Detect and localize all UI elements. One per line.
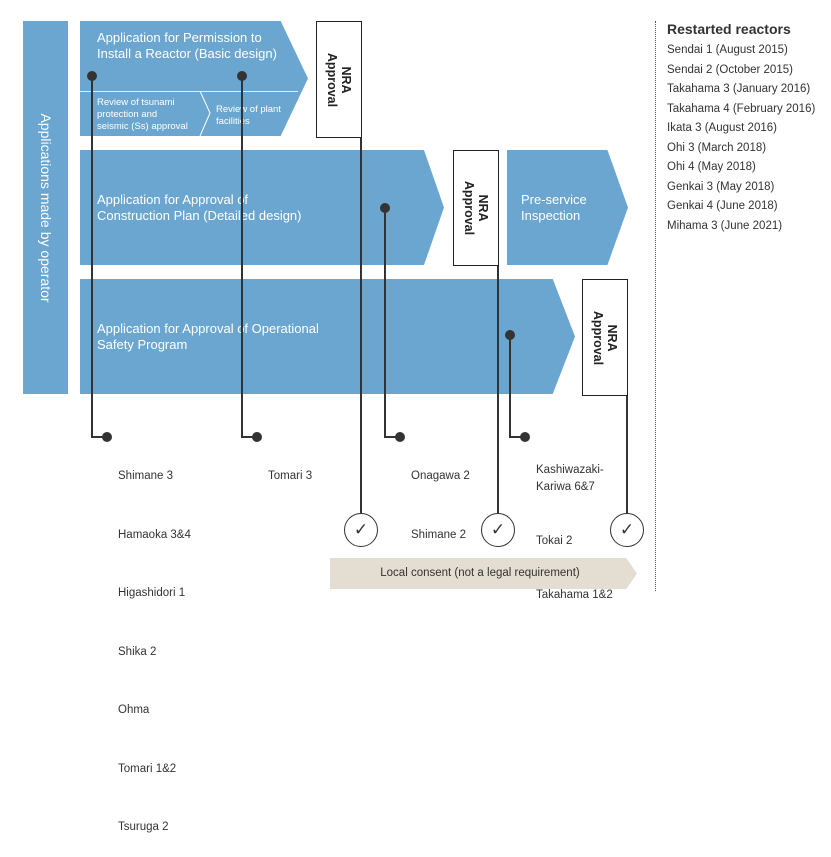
- node-dot: [520, 432, 530, 442]
- pre-service-label: Pre-service Inspection: [521, 192, 587, 223]
- connector-stub-4: [509, 436, 521, 438]
- list-item: Shimane 2: [411, 528, 466, 541]
- node-dot: [505, 330, 515, 340]
- list-item: Mihama 3 (June 2021): [667, 219, 783, 232]
- list-item: Kashiwazaki- Kariwa 6&7: [536, 464, 604, 493]
- connector-line-1: [91, 76, 93, 437]
- basic-design-label: Application for Permission to Install a …: [97, 30, 277, 61]
- check-circle-icon: ✓: [344, 513, 378, 547]
- list-item: Tokai 2: [536, 535, 573, 547]
- list-item: Ohma: [118, 704, 150, 716]
- node-dot: [252, 432, 262, 442]
- connector-line-2: [241, 76, 243, 437]
- list-item: Sendai 2 (October 2015): [667, 63, 793, 76]
- plant-list-group1: Shimane 3 Hamaoka 3&4 Higashidori 1 Shik…: [118, 428, 191, 857]
- list-item: Hamaoka 3&4: [118, 528, 191, 541]
- connector-stub-1: [91, 436, 103, 438]
- list-item: Tomari 1&2: [118, 762, 177, 775]
- check-circle-icon: ✓: [481, 513, 515, 547]
- node-dot: [395, 432, 405, 442]
- restarted-reactors-title: Restarted reactors: [667, 21, 791, 37]
- list-item: Takahama 4 (February 2016): [667, 102, 816, 115]
- nra-approval-label: NRA Approval: [325, 52, 353, 107]
- connector-line-3: [384, 208, 386, 437]
- operational-safety-arrow: [80, 279, 575, 394]
- list-item: Tomari 3: [268, 470, 313, 482]
- nra-line-3: [626, 396, 628, 514]
- plant-list-group3: Onagawa 2 Shimane 2: [411, 428, 470, 565]
- list-item: Onagawa 2: [411, 470, 470, 482]
- list-item: Ohi 3 (March 2018): [667, 141, 767, 154]
- connector-stub-3: [384, 436, 396, 438]
- review-plant-label: Review of plant facilities: [216, 104, 281, 127]
- check-circle-icon: ✓: [610, 513, 644, 547]
- list-item: Takahama 3 (January 2016): [667, 83, 811, 95]
- nra-line-2: [497, 266, 499, 514]
- node-dot: [87, 71, 97, 81]
- operator-label: Applications made by operator: [37, 112, 54, 303]
- list-item: Tsuruga 2: [118, 821, 169, 833]
- review-chevron-divider: [199, 91, 211, 136]
- node-dot: [380, 203, 390, 213]
- plant-list-group4: Kashiwazaki- Kariwa 6&7 Tokai 2 Takahama…: [536, 428, 613, 621]
- basic-design-arrow: [80, 21, 308, 136]
- nra-approval-box-3: NRA Approval: [582, 279, 628, 396]
- list-item: Ikata 3 (August 2016): [667, 122, 777, 134]
- nra-line-1: [360, 138, 362, 513]
- detailed-design-label: Application for Approval of Construction…: [97, 192, 302, 223]
- node-dot: [102, 432, 112, 442]
- list-item: Ohi 4 (May 2018): [667, 161, 756, 173]
- review-tsunami-label: Review of tsunami protection and seismic…: [97, 97, 188, 132]
- list-item: Genkai 4 (June 2018): [667, 200, 778, 212]
- connector-line-4: [509, 335, 511, 437]
- connector-stub-2: [241, 436, 253, 438]
- legend-separator: [655, 21, 656, 591]
- nra-approval-box-1: NRA Approval: [316, 21, 362, 138]
- operator-sidebar: Applications made by operator: [23, 21, 68, 394]
- node-dot: [237, 71, 247, 81]
- nra-approval-box-2: NRA Approval: [453, 150, 499, 266]
- list-item: Takahama 1&2: [536, 589, 613, 601]
- restarted-reactors-panel: Restarted reactors Sendai 1 (August 2015…: [667, 21, 815, 236]
- basic-design-divider: [80, 91, 298, 92]
- operational-safety-label: Application for Approval of Operational …: [97, 321, 319, 352]
- local-consent-arrow: [330, 558, 637, 589]
- list-item: Shika 2: [118, 645, 157, 658]
- list-item: Genkai 3 (May 2018): [667, 180, 775, 193]
- list-item: Sendai 1 (August 2015): [667, 44, 788, 56]
- pre-service-arrow: [507, 150, 628, 265]
- plant-list-group2: Tomari 3: [268, 428, 312, 506]
- local-consent-label: Local consent (not a legal requirement): [380, 567, 580, 579]
- nra-approval-label: NRA Approval: [591, 310, 619, 365]
- list-item: Higashidori 1: [118, 587, 186, 599]
- nra-approval-label: NRA Approval: [462, 180, 490, 236]
- list-item: Shimane 3: [118, 470, 173, 482]
